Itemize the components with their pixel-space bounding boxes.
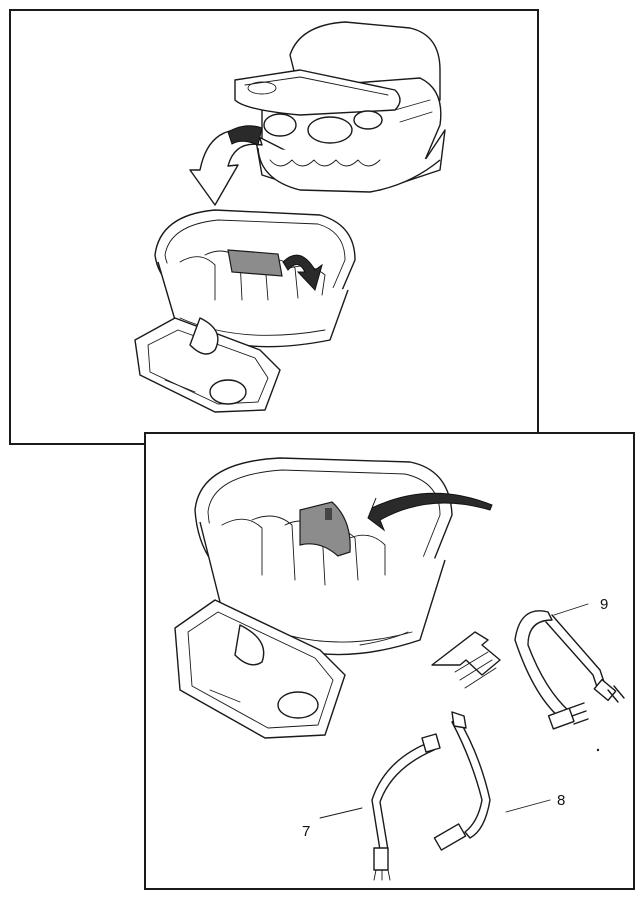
- callout-strap-8: 8: [557, 792, 566, 809]
- stray-dot: [596, 748, 600, 752]
- strap-7: [319, 733, 441, 881]
- insert-arrow: [431, 631, 501, 689]
- callout-strap-7: 7: [302, 823, 311, 840]
- booster-seat-top: [234, 21, 446, 193]
- base-open-top: [134, 209, 356, 413]
- strap-9: [514, 603, 625, 730]
- tab-panel-bottom: [299, 501, 351, 557]
- callout-strap-9: 9: [600, 596, 609, 613]
- lift-arrow: [189, 125, 263, 206]
- tab-panel-top: [227, 249, 283, 277]
- base-closed-bottom: [174, 457, 493, 739]
- strap-8: [433, 711, 551, 851]
